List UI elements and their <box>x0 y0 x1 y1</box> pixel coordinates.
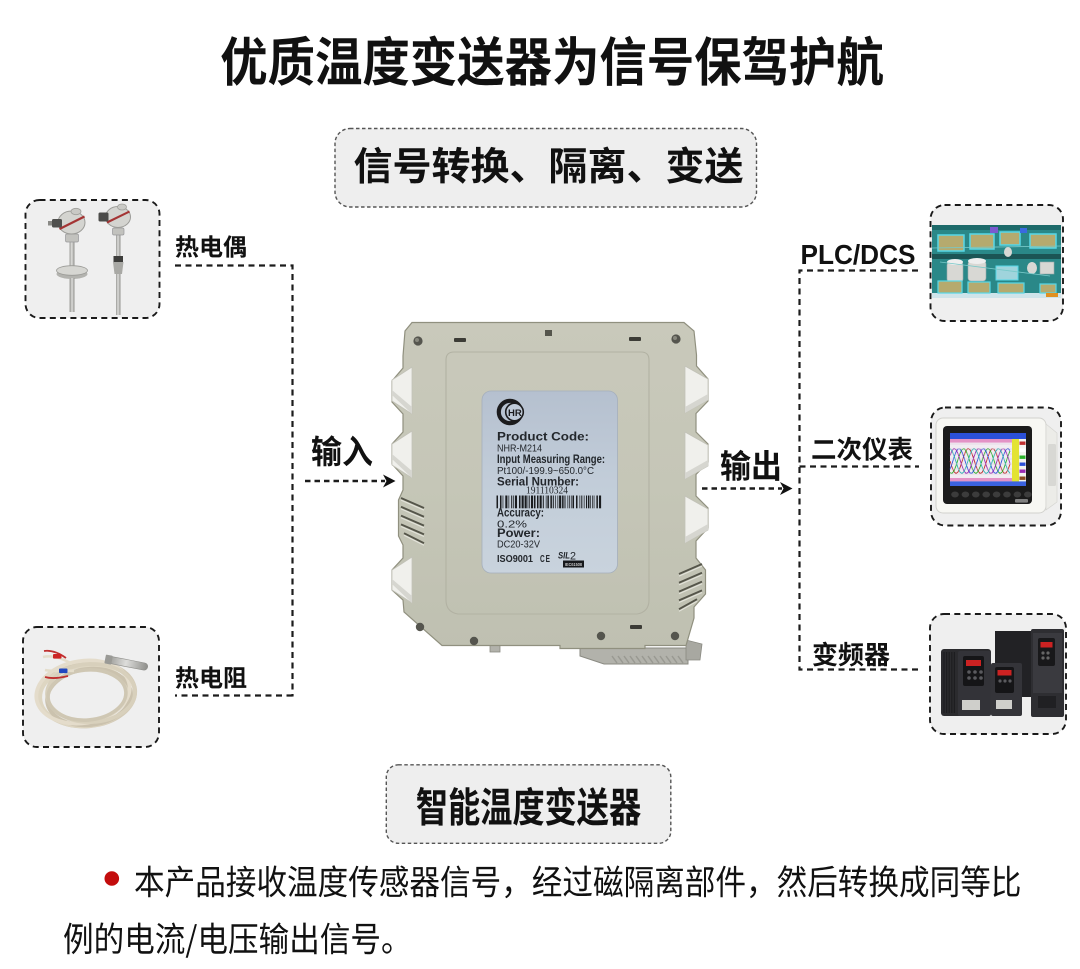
svg-text:Input Measuring Range:: Input Measuring Range: <box>497 452 605 466</box>
svg-text:0.2%: 0.2% <box>497 520 527 531</box>
svg-text:SIL: SIL <box>558 551 570 562</box>
svg-text:CE: CE <box>540 554 551 565</box>
svg-text:IEC61508: IEC61508 <box>565 562 582 567</box>
svg-text:NHR-M214: NHR-M214 <box>497 444 542 455</box>
svg-text:Serial Number:: Serial Number: <box>497 475 579 489</box>
svg-text:Power:: Power: <box>497 526 540 540</box>
svg-text:PLC/DCS: PLC/DCS <box>801 239 916 270</box>
svg-text:DC20-32V: DC20-32V <box>497 540 540 551</box>
svg-text:2: 2 <box>570 551 576 563</box>
svg-text:Pt100/-199.9~650.0°C: Pt100/-199.9~650.0°C <box>497 466 594 477</box>
svg-text:Accuracy:: Accuracy: <box>497 506 544 520</box>
svg-text:Product Code:: Product Code: <box>497 430 589 444</box>
svg-text:ISO9001: ISO9001 <box>497 553 533 565</box>
svg-text:191110324: 191110324 <box>526 486 569 497</box>
svg-text:HR: HR <box>508 408 522 419</box>
